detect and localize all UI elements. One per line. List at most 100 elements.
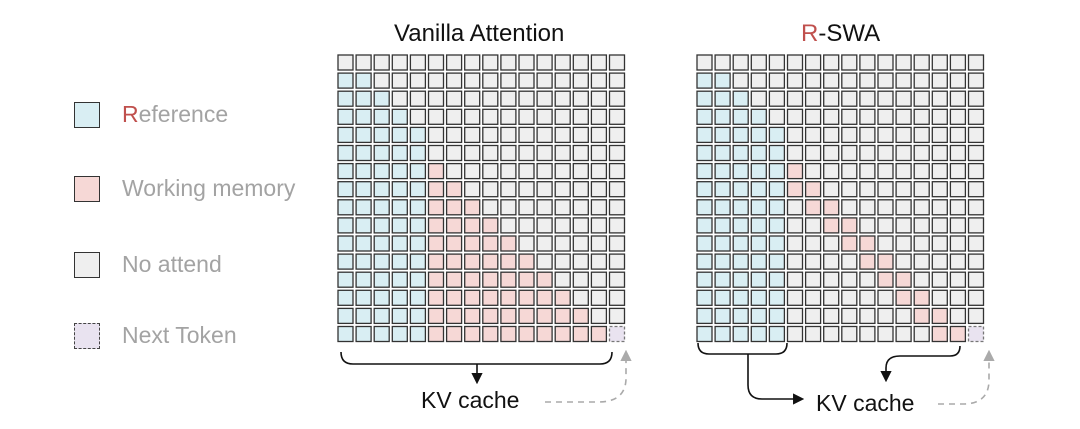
reference-cell <box>696 325 713 343</box>
working-memory-cell <box>913 307 930 325</box>
no-attend-cell <box>590 307 608 325</box>
no-attend-cell <box>913 144 930 162</box>
no-attend-cell <box>841 325 858 343</box>
reference-cell <box>355 90 372 107</box>
working-memory-label: Working memory <box>122 175 296 201</box>
working-memory-cell <box>427 325 445 343</box>
no-attend-cell <box>732 54 749 71</box>
no-attend-cell <box>859 181 876 198</box>
reference-cell <box>714 271 731 288</box>
working-memory-cell <box>482 253 499 270</box>
no-attend-cell <box>445 126 463 144</box>
reference-cell <box>696 90 713 107</box>
no-attend-cell <box>768 90 786 107</box>
reference-cell <box>768 289 786 306</box>
no-attend-cell <box>804 271 822 288</box>
reference-cell <box>373 307 390 325</box>
rswa-reference-brace <box>697 342 788 355</box>
no-attend-cell <box>572 181 589 198</box>
no-attend-cell <box>590 90 608 107</box>
no-attend-cell <box>608 289 626 306</box>
no-attend-cell <box>427 90 445 107</box>
no-attend-cell <box>967 307 985 325</box>
reference-cell <box>355 307 372 325</box>
no-attend-cell <box>464 181 481 198</box>
no-attend-cell <box>590 144 608 162</box>
no-attend-cell <box>786 289 804 306</box>
no-attend-cell <box>841 126 858 144</box>
no-attend-cell <box>913 126 930 144</box>
no-attend-cell <box>714 54 731 71</box>
no-attend-cell <box>877 162 894 180</box>
reference-cell <box>409 325 427 343</box>
no-attend-cell <box>554 72 571 89</box>
working-memory-cell <box>500 325 517 343</box>
reference-label: Reference <box>122 101 228 128</box>
no-attend-cell <box>913 235 930 252</box>
reference-cell <box>750 253 767 270</box>
working-memory-cell <box>445 253 463 270</box>
working-memory-cell <box>445 325 463 343</box>
no-attend-cell <box>786 271 804 288</box>
reference-cell <box>750 289 767 306</box>
no-attend-cell <box>804 162 822 180</box>
working-memory-cell <box>464 217 481 234</box>
working-memory-cell <box>427 217 445 234</box>
no-attend-cell <box>590 235 608 252</box>
no-attend-cell <box>445 108 463 125</box>
working-memory-cell <box>427 271 445 288</box>
next-token-cell <box>608 325 626 343</box>
reference-swatch <box>74 101 100 128</box>
reference-cell <box>355 108 372 125</box>
no-attend-cell <box>804 144 822 162</box>
no-attend-cell <box>967 235 985 252</box>
reference-cell <box>732 307 749 325</box>
no-attend-cell <box>445 90 463 107</box>
working-memory-cell <box>500 271 517 288</box>
no-attend-cell <box>877 54 894 71</box>
working-memory-cell <box>500 235 517 252</box>
reference-cell <box>373 126 390 144</box>
reference-cell <box>391 307 408 325</box>
no-attend-cell <box>804 108 822 125</box>
no-attend-cell <box>536 253 553 270</box>
no-attend-cell <box>464 108 481 125</box>
reference-cell <box>732 181 749 198</box>
no-attend-cell <box>931 54 948 71</box>
no-attend-cell <box>427 72 445 89</box>
reference-cell <box>355 253 372 270</box>
no-attend-cell <box>841 162 858 180</box>
working-memory-cell <box>536 307 553 325</box>
reference-cell <box>750 144 767 162</box>
working-memory-cell <box>464 235 481 252</box>
reference-cell <box>373 181 390 198</box>
no-attend-cell <box>895 253 912 270</box>
no-attend-cell <box>949 126 967 144</box>
reference-cell <box>714 235 731 252</box>
no-attend-cell <box>877 126 894 144</box>
reference-cell <box>696 126 713 144</box>
no-attend-cell <box>949 144 967 162</box>
no-attend-cell <box>931 90 948 107</box>
reference-cell <box>732 108 749 125</box>
no-attend-cell <box>608 181 626 198</box>
rswa-title-accent: R <box>801 20 819 47</box>
no-attend-cell <box>786 253 804 270</box>
no-attend-cell <box>500 144 517 162</box>
no-attend-cell <box>823 162 840 180</box>
no-attend-cell <box>427 108 445 125</box>
no-attend-cell <box>841 72 858 89</box>
vanilla-attention-grid <box>337 54 626 343</box>
reference-cell <box>337 271 354 288</box>
no-attend-cell <box>391 90 408 107</box>
no-attend-cell <box>823 253 840 270</box>
no-attend-cell <box>409 54 427 71</box>
no-attend-cell <box>500 54 517 71</box>
no-attend-cell <box>895 162 912 180</box>
reference-cell <box>391 126 408 144</box>
working-memory-cell <box>804 181 822 198</box>
no-attend-cell <box>859 126 876 144</box>
no-attend-cell <box>913 217 930 234</box>
working-memory-cell <box>931 325 948 343</box>
no-attend-cell <box>427 144 445 162</box>
